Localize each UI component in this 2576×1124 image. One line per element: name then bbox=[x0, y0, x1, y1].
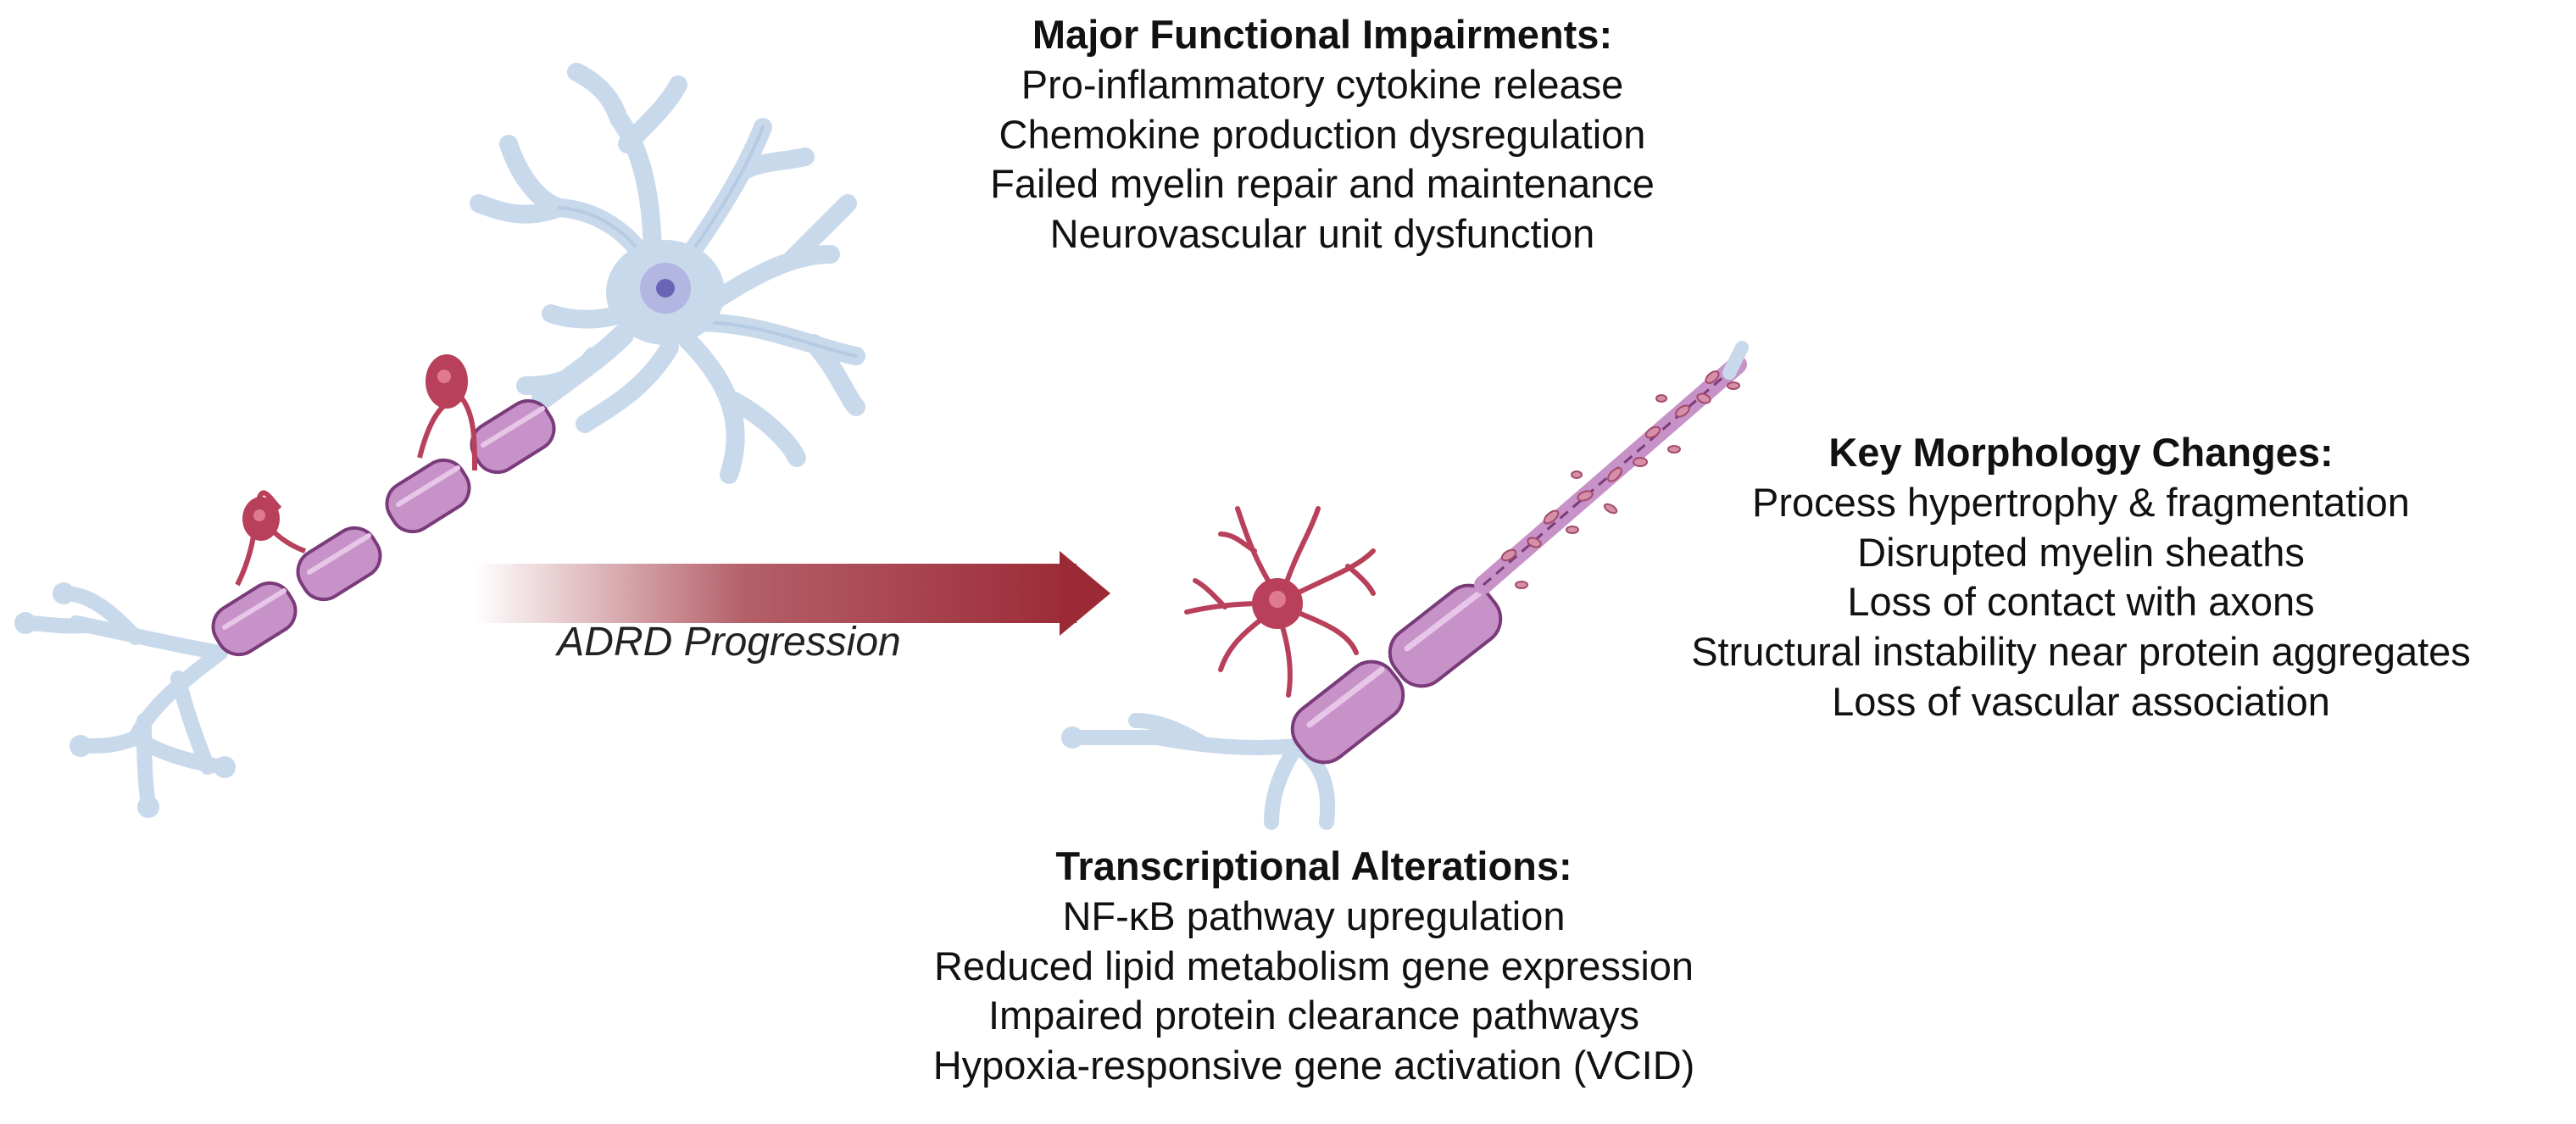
healthy-microglia-2 bbox=[417, 354, 477, 471]
fragmented-process bbox=[1474, 341, 1749, 594]
healthy-nucleus bbox=[656, 279, 675, 298]
myelin-segment bbox=[211, 581, 298, 657]
myelin-segment bbox=[296, 526, 382, 602]
impairments-item: Pro-inflammatory cytokine release bbox=[1021, 61, 1624, 107]
morphology-item: Loss of contact with axons bbox=[1847, 579, 2315, 625]
progression-arrow bbox=[475, 551, 1110, 636]
morphology-item: Disrupted myelin sheaths bbox=[1857, 529, 2305, 575]
activated-microglia bbox=[1184, 506, 1376, 698]
healthy-myelin-highlights bbox=[222, 406, 545, 630]
impairments-block: Major Functional Impairments: Pro-inflam… bbox=[873, 10, 1772, 259]
transcription-heading: Transcriptional Alterations: bbox=[1055, 843, 1572, 888]
morphology-item: Loss of vascular association bbox=[1832, 678, 2330, 724]
diseased-myelin-highlights bbox=[1306, 590, 1483, 728]
myelin-debris bbox=[1500, 370, 1740, 589]
diseased-oligodendrocyte bbox=[1061, 341, 1749, 830]
morphology-heading: Key Morphology Changes: bbox=[1828, 430, 2334, 475]
myelin-segment bbox=[385, 458, 471, 534]
transcription-block: Transcriptional Alterations: NF-κB pathw… bbox=[856, 842, 1772, 1091]
myelin-segment bbox=[1290, 659, 1405, 765]
healthy-oligodendrocyte bbox=[14, 63, 865, 818]
diseased-myelin-sheaths bbox=[1290, 583, 1503, 765]
healthy-terminal-bulbs bbox=[14, 582, 236, 818]
impairments-heading: Major Functional Impairments: bbox=[1032, 12, 1613, 57]
transcription-item: Reduced lipid metabolism gene expression bbox=[933, 943, 1694, 988]
healthy-axon-terminal bbox=[18, 586, 232, 813]
impairments-item: Neurovascular unit dysfunction bbox=[1049, 211, 1595, 256]
transcription-item: Hypoxia-responsive gene activation (VCID… bbox=[932, 1043, 1695, 1088]
morphology-block: Key Morphology Changes: Process hypertro… bbox=[1594, 428, 2568, 727]
myelin-segment bbox=[1388, 583, 1503, 688]
impairments-item: Chemokine production dysregulation bbox=[999, 111, 1646, 157]
impairments-item: Failed myelin repair and maintenance bbox=[990, 161, 1655, 207]
diseased-axon-terminal bbox=[1128, 713, 1336, 830]
arrow-label: ADRD Progression bbox=[557, 620, 901, 665]
transcription-item: Impaired protein clearance pathways bbox=[988, 993, 1640, 1038]
healthy-microglia-1 bbox=[235, 490, 307, 587]
morphology-item: Structural instability near protein aggr… bbox=[1691, 629, 2471, 674]
transcription-item: NF-κB pathway upregulation bbox=[1062, 893, 1566, 938]
healthy-axon-to-soma bbox=[531, 324, 634, 409]
morphology-item: Process hypertrophy & fragmentation bbox=[1752, 479, 2410, 525]
